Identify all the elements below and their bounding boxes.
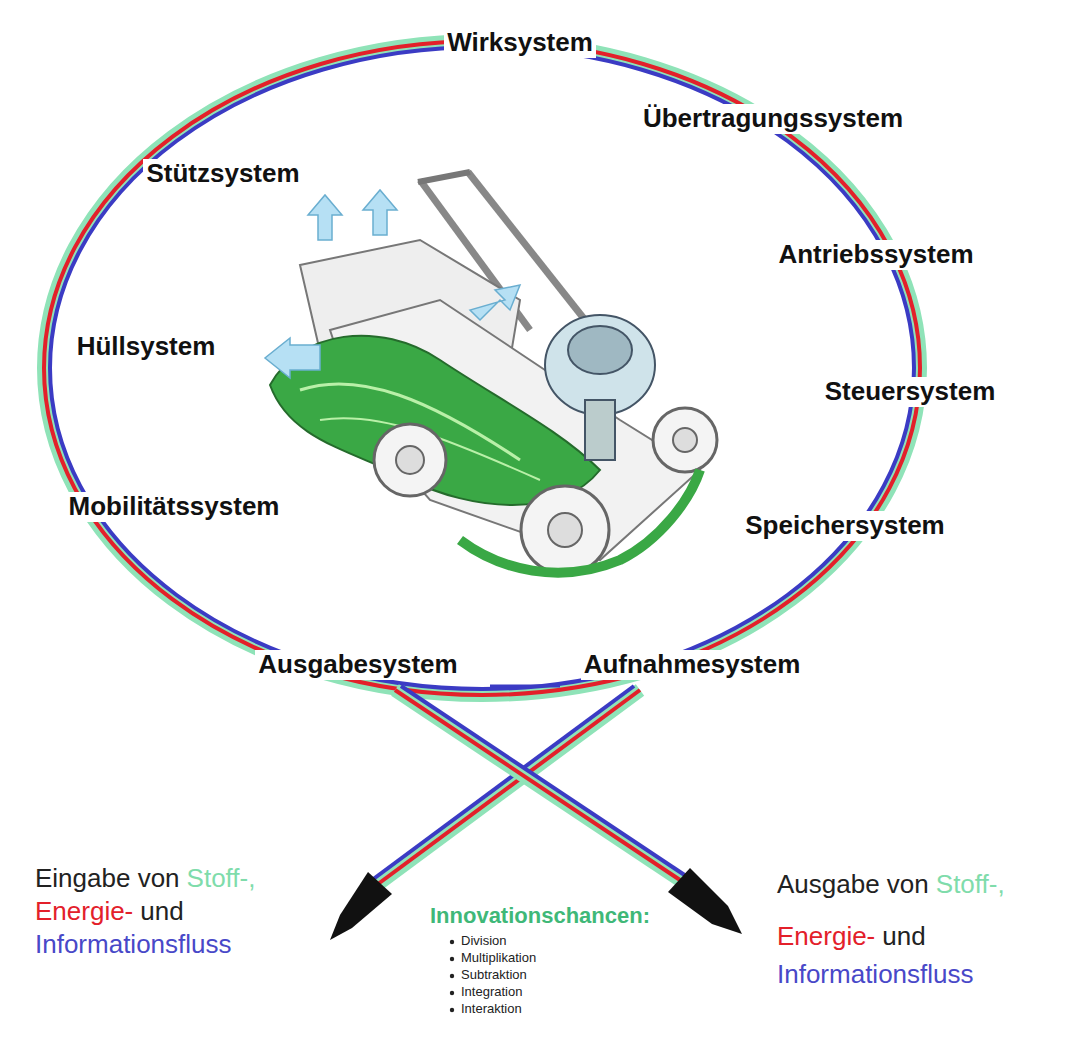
system-name: Steuersystem (822, 377, 999, 407)
flow-lines (372, 686, 686, 884)
list-item: Subtraktion (458, 968, 530, 983)
bullet-dot (450, 1008, 454, 1012)
list-heading: Innovationschancen: (427, 903, 653, 928)
system-name: Speichersystem (742, 511, 947, 541)
flow-text: Informationsfluss (32, 930, 235, 960)
system-name: Stützsystem (143, 159, 302, 189)
flow-ends (330, 868, 742, 940)
bullet-dot (450, 991, 454, 995)
flow-text: und (879, 922, 928, 952)
flow-text: Stoff-, (933, 870, 1008, 900)
list-item: Integration (458, 985, 525, 1000)
system-name: Mobilitätssystem (66, 492, 283, 522)
system-ring (44, 41, 920, 695)
flow-text: Informationsfluss (774, 960, 977, 990)
list-item: Division (458, 934, 510, 949)
bullet-dot (450, 940, 454, 944)
system-name: Antriebssystem (775, 240, 976, 270)
flow-text: Eingabe von (32, 864, 183, 894)
system-name: Aufnahmesystem (581, 650, 804, 680)
ring-gap-line (490, 686, 560, 687)
list-item: Multiplikation (458, 951, 539, 966)
system-name: Ausgabesystem (255, 650, 460, 680)
bullet-dot (450, 974, 454, 978)
system-name: Wirksystem (444, 28, 596, 58)
list-item: Interaktion (458, 1002, 525, 1017)
lawnmower-illustration (265, 172, 717, 574)
flow-text: und (137, 897, 186, 927)
system-name: Hüllsystem (74, 332, 219, 362)
flow-text: Energie- (32, 897, 136, 927)
flow-text: Energie- (774, 922, 878, 952)
flow-text: Ausgabe von (774, 870, 932, 900)
bullet-dot (450, 957, 454, 961)
system-name: Übertragungssystem (640, 104, 906, 134)
flow-text: Stoff-, (184, 864, 259, 894)
list-bullets (450, 940, 454, 1012)
